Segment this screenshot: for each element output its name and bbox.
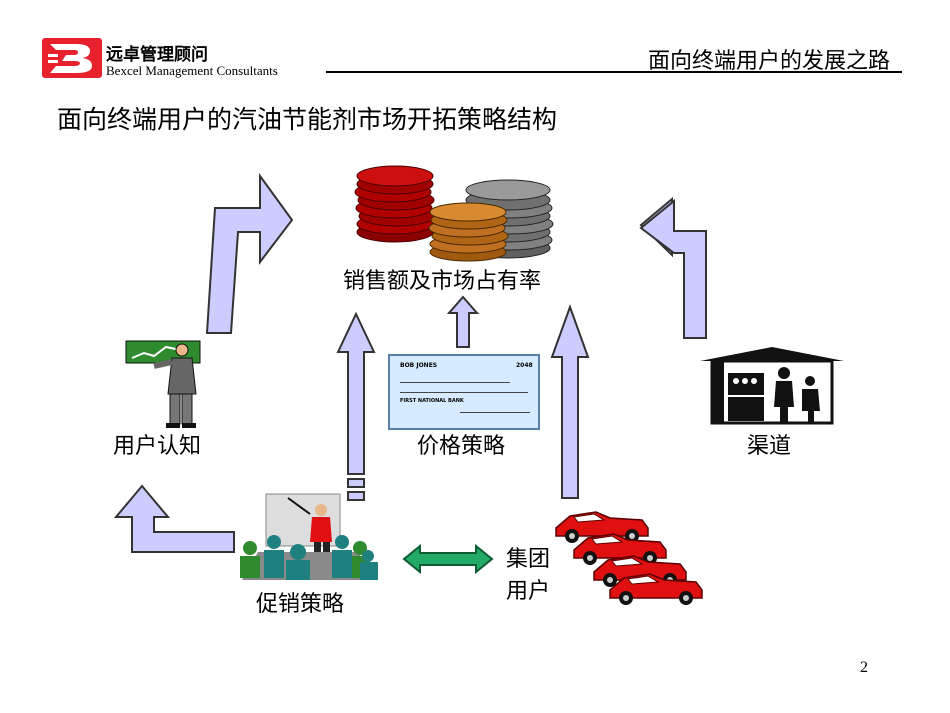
user-awareness-label: 用户认知 <box>113 434 202 459</box>
check-icon: BOB JONES 2048 FIRST NATIONAL BANK <box>388 354 540 430</box>
check-words-line <box>400 392 528 393</box>
bexcel-logo-icon <box>42 38 102 78</box>
bent-arrow-left-up <box>113 484 235 553</box>
meeting-icon <box>240 493 378 580</box>
logo-english-name: Bexcel Management Consultants <box>106 63 278 78</box>
channel-label: 渠道 <box>747 434 792 459</box>
store-icon <box>700 347 844 425</box>
check-number: 2048 <box>516 362 533 369</box>
arrow-up-group <box>550 304 590 499</box>
check-amount-line <box>400 382 510 383</box>
presenter-icon <box>125 340 201 428</box>
check-signature-line <box>460 412 530 413</box>
arrow-up-promotion <box>336 311 376 501</box>
header-divider <box>326 71 902 73</box>
page-number: 2 <box>860 659 868 676</box>
cars-icon <box>555 511 703 605</box>
coins-icon <box>354 165 554 262</box>
slide-title: 面向终端用户的汽油节能剂市场开拓策略结构 <box>57 105 558 134</box>
check-payee: BOB JONES <box>400 362 438 369</box>
arrow-up-small <box>446 295 480 348</box>
double-arrow-icon <box>402 543 494 575</box>
bent-arrow-up-right <box>205 172 294 334</box>
pricing-strategy-label: 价格策略 <box>417 434 506 459</box>
check-bank: FIRST NATIONAL BANK <box>400 398 464 404</box>
group-users-label-line1: 集团 <box>506 547 551 572</box>
bent-arrow-up-left <box>639 196 707 339</box>
promotion-strategy-label: 促销策略 <box>256 592 345 617</box>
sales-share-label: 销售额及市场占有率 <box>343 269 542 294</box>
header-title: 面向终端用户的发展之路 <box>647 49 890 74</box>
logo-chinese-name: 远卓管理顾问 <box>106 45 208 65</box>
group-users-label-line2: 用户 <box>506 579 551 604</box>
